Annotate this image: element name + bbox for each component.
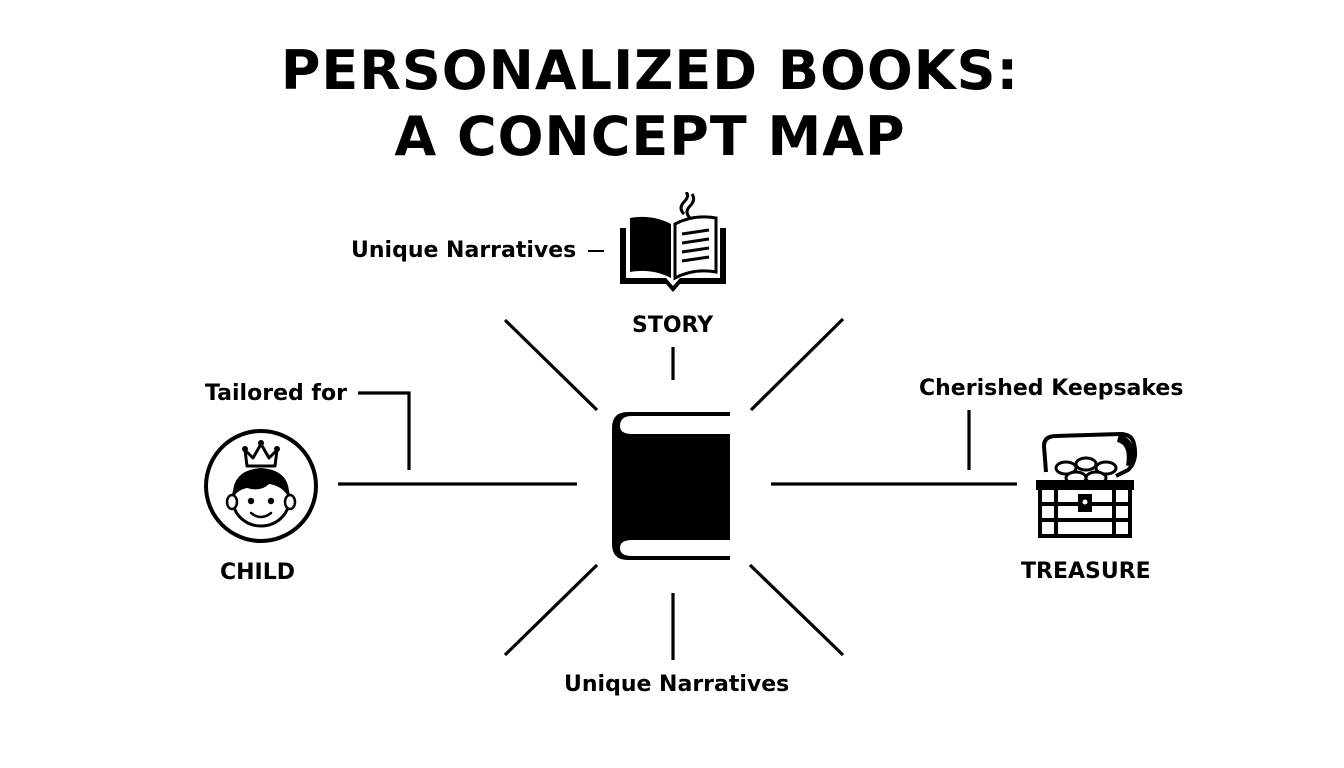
ray-top-right [749,317,845,412]
closed-book-icon [612,412,730,560]
treasure-label: TREASURE [1021,559,1151,584]
ray-bottom-right [748,563,845,657]
treasure-annotation: Cherished Keepsakes [919,376,1184,401]
ray-bottom-left [503,563,599,657]
bottom-label: Unique Narratives [564,672,790,697]
diagram-title: PERSONALIZED BOOKS: A CONCEPT MAP [0,38,1300,170]
child-label: CHILD [220,560,296,585]
story-annotation: Unique Narratives [351,238,577,263]
child-annotation-leader [358,391,411,470]
open-book-icon [620,192,726,292]
diagram-title-line-1: PERSONALIZED BOOKS: [280,39,1020,102]
ray-top-left [503,318,599,412]
story-label: STORY [632,313,714,338]
child-face-with-crown-icon [204,429,318,543]
diagram-title-line-2: A CONCEPT MAP [394,105,906,168]
treasure-chest-icon [1036,432,1138,538]
child-annotation: Tailored for [205,381,347,406]
